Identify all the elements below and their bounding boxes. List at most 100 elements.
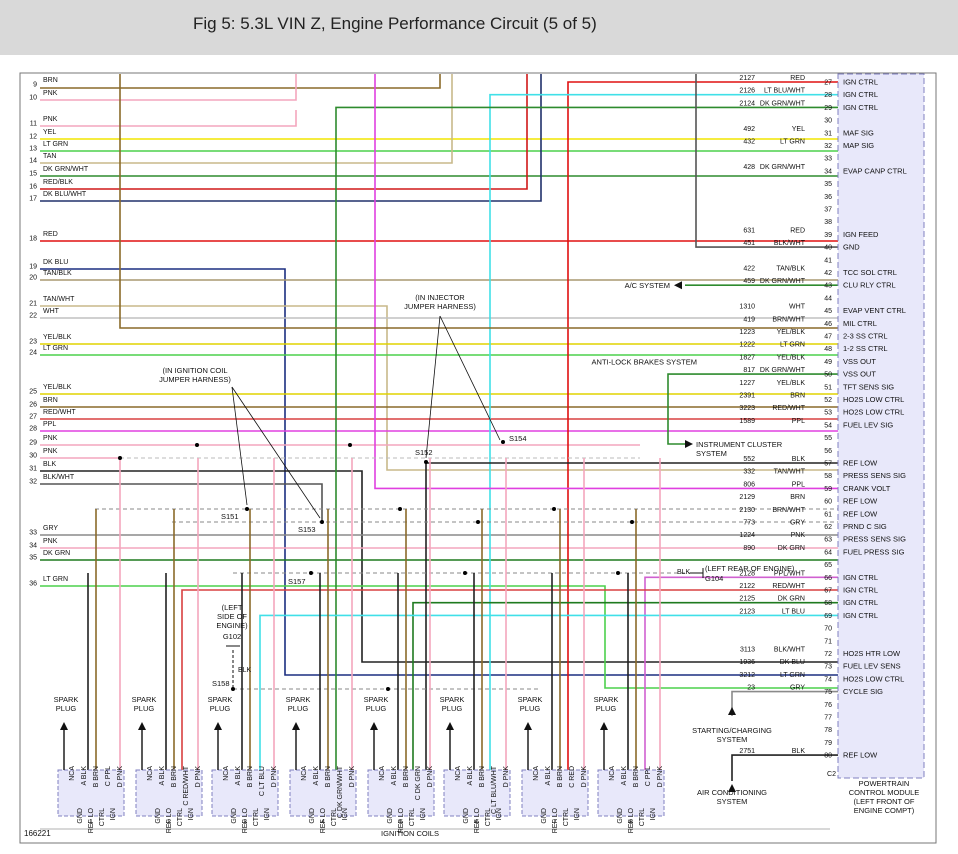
pcm-pin-number: 40	[824, 245, 832, 252]
pcm-wire-color: GRY	[790, 685, 805, 692]
pcm-pin-number: 79	[824, 740, 832, 747]
ac-system-label: A/C SYSTEM	[625, 281, 670, 290]
pcm-title: POWERTRAIN	[859, 779, 910, 788]
coil-pin-label: REF LO	[320, 807, 327, 833]
pcm-wire-color: BLK	[792, 748, 806, 755]
left-pin-number: 28	[29, 426, 37, 433]
splice-dot	[245, 507, 249, 511]
left-pin-number: 24	[29, 350, 37, 357]
coil-wire-label: D PNK	[427, 766, 434, 788]
wire-brn	[40, 74, 441, 89]
left-wire-color: PNK	[43, 448, 58, 455]
pcm-circuit-number: 2751	[739, 748, 755, 755]
spark-plug-label: PLUG	[520, 704, 541, 713]
injector-harness-note: (IN INJECTOR	[415, 293, 465, 302]
pcm-pin-number: 76	[824, 702, 832, 709]
starting-charging-label: STARTING/CHARGING	[692, 726, 772, 735]
pcm-pin-number: 33	[824, 156, 832, 163]
pcm-circuit-number: 817	[743, 367, 755, 374]
coil-wire-label: A BLK	[81, 766, 88, 786]
pcm-pin-number: 35	[824, 181, 832, 188]
pcm-pin-number: 56	[824, 448, 832, 455]
pcm-wire-color: PPL	[792, 481, 805, 488]
pcm-circuit-number: 1224	[739, 532, 755, 539]
wire-gry	[731, 690, 838, 716]
spark-plug-label: SPARK	[440, 695, 465, 704]
abs-system-label: ANTI-LOCK BRAKES SYSTEM	[592, 357, 697, 366]
pcm-signal-label: IGN CTRL	[843, 586, 878, 595]
left-side-engine-note: (LEFT	[222, 603, 243, 612]
left-pin-number: 31	[29, 466, 37, 473]
coil-body	[367, 769, 435, 817]
pcm-pin-number: 62	[824, 524, 832, 531]
spark-plug-label: SPARK	[594, 695, 619, 704]
wire-pnk	[40, 74, 297, 101]
left-wire-color: PNK	[43, 90, 58, 97]
pcm-circuit-number: 428	[743, 164, 755, 171]
g104-label: G104	[705, 574, 723, 583]
pcm-circuit-number: 773	[743, 520, 755, 527]
left-wire-color: LT GRN	[43, 141, 68, 148]
pcm-pin-number: 42	[824, 270, 832, 277]
pcm-pin-number: 47	[824, 334, 832, 341]
left-pin-number: 30	[29, 453, 37, 460]
ignition-harness-note: JUMPER HARNESS)	[159, 375, 231, 384]
pcm-signal-label: CRANK VOLT	[843, 484, 891, 493]
pcm-signal-label: IGN CTRL	[843, 90, 878, 99]
cluster-arrow	[685, 440, 693, 448]
pcm-signal-label: IGN CTRL	[843, 573, 878, 582]
pcm-circuit-number: 3113	[740, 647, 755, 654]
splice-dot	[348, 443, 352, 447]
pcm-pin-number: 43	[824, 283, 832, 290]
spark-plug-arrow	[60, 722, 68, 730]
coil-pin-label: GND	[387, 808, 394, 824]
coil-body	[135, 769, 203, 817]
coil-pin-label: IGN	[496, 808, 503, 820]
wire-blk-wht	[40, 483, 323, 522]
wire-brn-wht	[119, 74, 838, 329]
pcm-pin-number: 71	[824, 638, 832, 645]
left-pin-number: 36	[29, 581, 37, 588]
coil-wire-label: A BLK	[313, 766, 320, 786]
wire-blk-wht	[695, 74, 838, 248]
coil-wire-label: D PNK	[195, 766, 202, 788]
left-pin-number: 16	[29, 184, 37, 191]
coil-wire-label: C DK GRN/WHT	[337, 765, 344, 818]
pcm-pin-number: 63	[824, 537, 832, 544]
left-wire-color: YEL/BLK	[43, 384, 72, 391]
pcm-wire-color: YEL/BLK	[777, 329, 806, 336]
wire-lt-blu-wht	[489, 93, 838, 770]
left-pin-number: 29	[29, 440, 37, 447]
pcm-signal-label: EVAP CANP CTRL	[843, 166, 907, 175]
pcm-circuit-number: 3212	[739, 672, 755, 679]
spark-plug-label: SPARK	[518, 695, 543, 704]
pcm-wire-color: TAN/BLK	[776, 266, 805, 273]
spark-plug-label: SPARK	[364, 695, 389, 704]
pcm-circuit-number: 332	[743, 469, 755, 476]
left-wire-color: DK BLU	[43, 259, 68, 266]
coil-wire-label: D PNK	[581, 766, 588, 788]
pcm-circuit-number: 2126	[739, 88, 755, 95]
coil-number: 3	[243, 817, 247, 826]
pcm-circuit-number: 1827	[739, 354, 755, 361]
pcm-signal-label: IGN CTRL	[843, 103, 878, 112]
pcm-signal-label: GND	[843, 243, 860, 252]
ignition-harness-note: (IN IGNITION COIL	[162, 366, 227, 375]
callout-line	[231, 386, 321, 519]
pcm-signal-label: HO2S HTR LOW	[843, 649, 901, 658]
spark-plug-label: PLUG	[134, 704, 155, 713]
wire-ppl-wht	[644, 576, 838, 770]
pcm-wire-color: RED	[790, 75, 805, 82]
wire-dk-blu	[40, 268, 838, 676]
coil-wire-label: A BLK	[467, 766, 474, 786]
coil-wire-label: B BRN	[247, 766, 254, 787]
ac-system-arrow	[728, 784, 736, 792]
coil-body	[443, 769, 511, 817]
pcm-circuit-number: 492	[743, 126, 755, 133]
pcm-pin-number: 58	[824, 473, 832, 480]
spark-plug-arrow	[600, 722, 608, 730]
